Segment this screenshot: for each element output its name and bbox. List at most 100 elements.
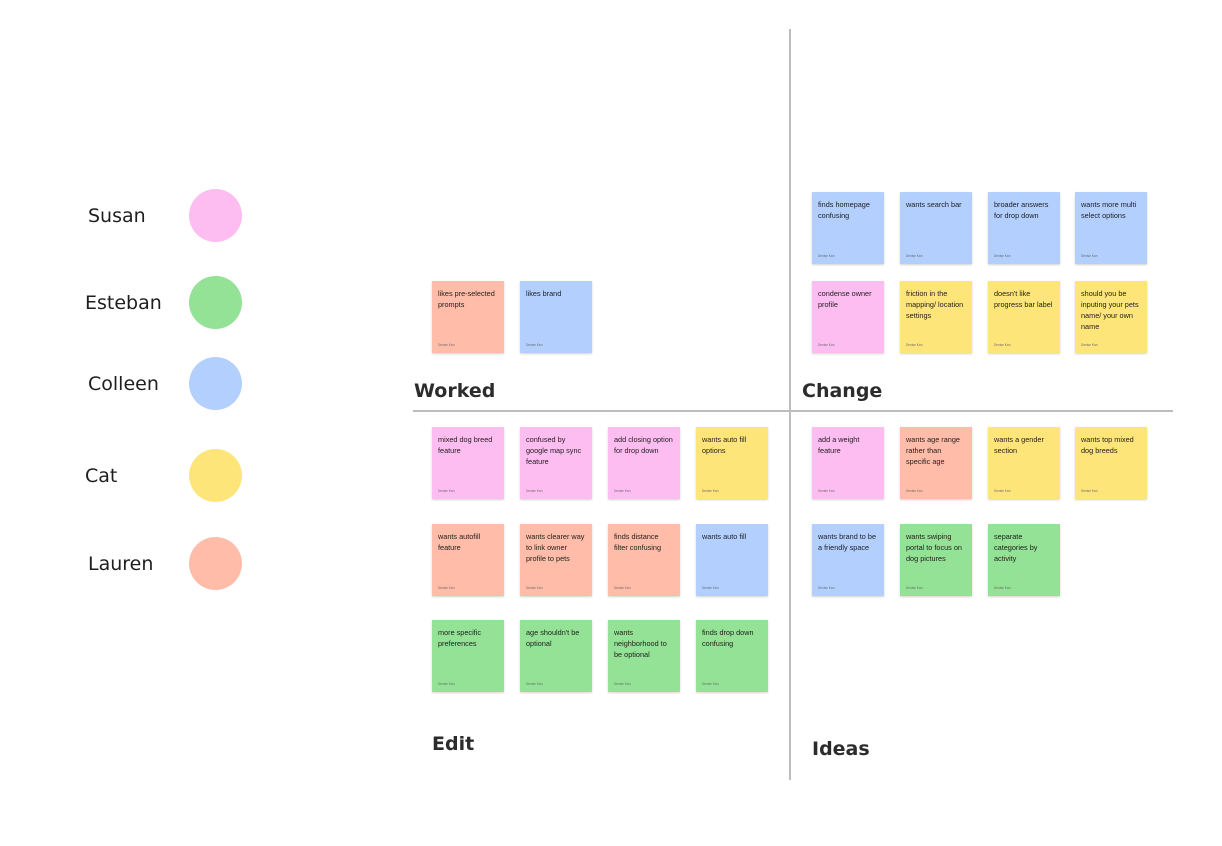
legend-item-susan: Susan [0,189,260,243]
sticky-note[interactable]: wants age range rather than specific age… [900,427,972,499]
sticky-note[interactable]: should you be inputing your pets name/ y… [1075,281,1147,353]
sticky-author: Denise Kan [1081,343,1098,347]
sticky-text: wants clearer way to link owner profile … [526,532,585,563]
sticky-text: doesn't like progress bar label [994,289,1053,309]
sticky-text: wants auto fill options [702,435,747,455]
sticky-author: Denise Kan [994,489,1011,493]
legend-name: Cat [85,465,118,487]
sticky-text: confused by google map sync feature [526,435,582,466]
sticky-author: Denise Kan [818,489,835,493]
sticky-note[interactable]: friction in the mapping/ location settin… [900,281,972,353]
sticky-text: wants auto fill [702,532,747,541]
sticky-text: finds distance filter confusing [614,532,662,552]
section-label-edit: Edit [432,733,475,755]
sticky-author: Denise Kan [702,586,719,590]
legend-item-colleen: Colleen [0,357,260,411]
sticky-author: Denise Kan [994,343,1011,347]
sticky-text: add closing option for drop down [614,435,673,455]
horizontal-divider [413,410,1173,412]
sticky-author: Denise Kan [702,682,719,686]
sticky-text: wants neighborhood to be optional [614,628,667,659]
sticky-text: likes pre-selected prompts [438,289,495,309]
sticky-author: Denise Kan [526,586,543,590]
sticky-text: wants brand to be a friendly space [818,532,877,552]
legend-color-dot [189,357,242,410]
sticky-note[interactable]: wants clearer way to link owner profile … [520,524,592,596]
sticky-text: mixed dog breed feature [438,435,493,455]
sticky-text: age shouldn't be optional [526,628,580,648]
sticky-author: Denise Kan [526,682,543,686]
sticky-text: wants top mixed dog breeds [1081,435,1134,455]
legend-color-dot [189,537,242,590]
section-label-change: Change [802,380,883,402]
sticky-text: wants more multi select options [1081,200,1137,220]
sticky-note[interactable]: wants swiping portal to focus on dog pic… [900,524,972,596]
sticky-author: Denise Kan [1081,254,1098,258]
sticky-author: Denise Kan [614,682,631,686]
sticky-author: Denise Kan [906,489,923,493]
sticky-author: Denise Kan [818,343,835,347]
sticky-author: Denise Kan [526,343,543,347]
sticky-author: Denise Kan [438,682,455,686]
sticky-author: Denise Kan [906,586,923,590]
sticky-text: should you be inputing your pets name/ y… [1081,289,1139,331]
sticky-text: wants swiping portal to focus on dog pic… [906,532,962,563]
sticky-author: Denise Kan [818,586,835,590]
sticky-text: wants autofill feature [438,532,481,552]
sticky-text: wants search bar [906,200,962,209]
legend-color-dot [189,449,242,502]
legend-name: Colleen [88,373,159,395]
sticky-text: wants age range rather than specific age [906,435,960,466]
sticky-author: Denise Kan [906,254,923,258]
sticky-text: more specific preferences [438,628,481,648]
sticky-author: Denise Kan [994,254,1011,258]
sticky-author: Denise Kan [526,489,543,493]
sticky-text: friction in the mapping/ location settin… [906,289,964,320]
legend-name: Lauren [88,553,154,575]
sticky-author: Denise Kan [438,586,455,590]
sticky-text: separate categories by activity [994,532,1038,563]
sticky-text: wants a gender section [994,435,1044,455]
section-label-ideas: Ideas [812,738,870,760]
sticky-author: Denise Kan [994,586,1011,590]
sticky-author: Denise Kan [702,489,719,493]
sticky-text: finds homepage confusing [818,200,870,220]
legend-color-dot [189,189,242,242]
legend-item-cat: Cat [0,449,260,503]
vertical-divider [789,29,791,780]
sticky-text: broader answers for drop down [994,200,1049,220]
legend-name: Esteban [85,292,162,314]
legend-color-dot [189,276,242,329]
sticky-author: Denise Kan [438,489,455,493]
sticky-text: finds drop down confusing [702,628,754,648]
sticky-text: likes brand [526,289,562,298]
legend-name: Susan [88,205,146,227]
sticky-text: add a weight feature [818,435,860,455]
legend-item-esteban: Esteban [0,276,260,330]
sticky-author: Denise Kan [1081,489,1098,493]
